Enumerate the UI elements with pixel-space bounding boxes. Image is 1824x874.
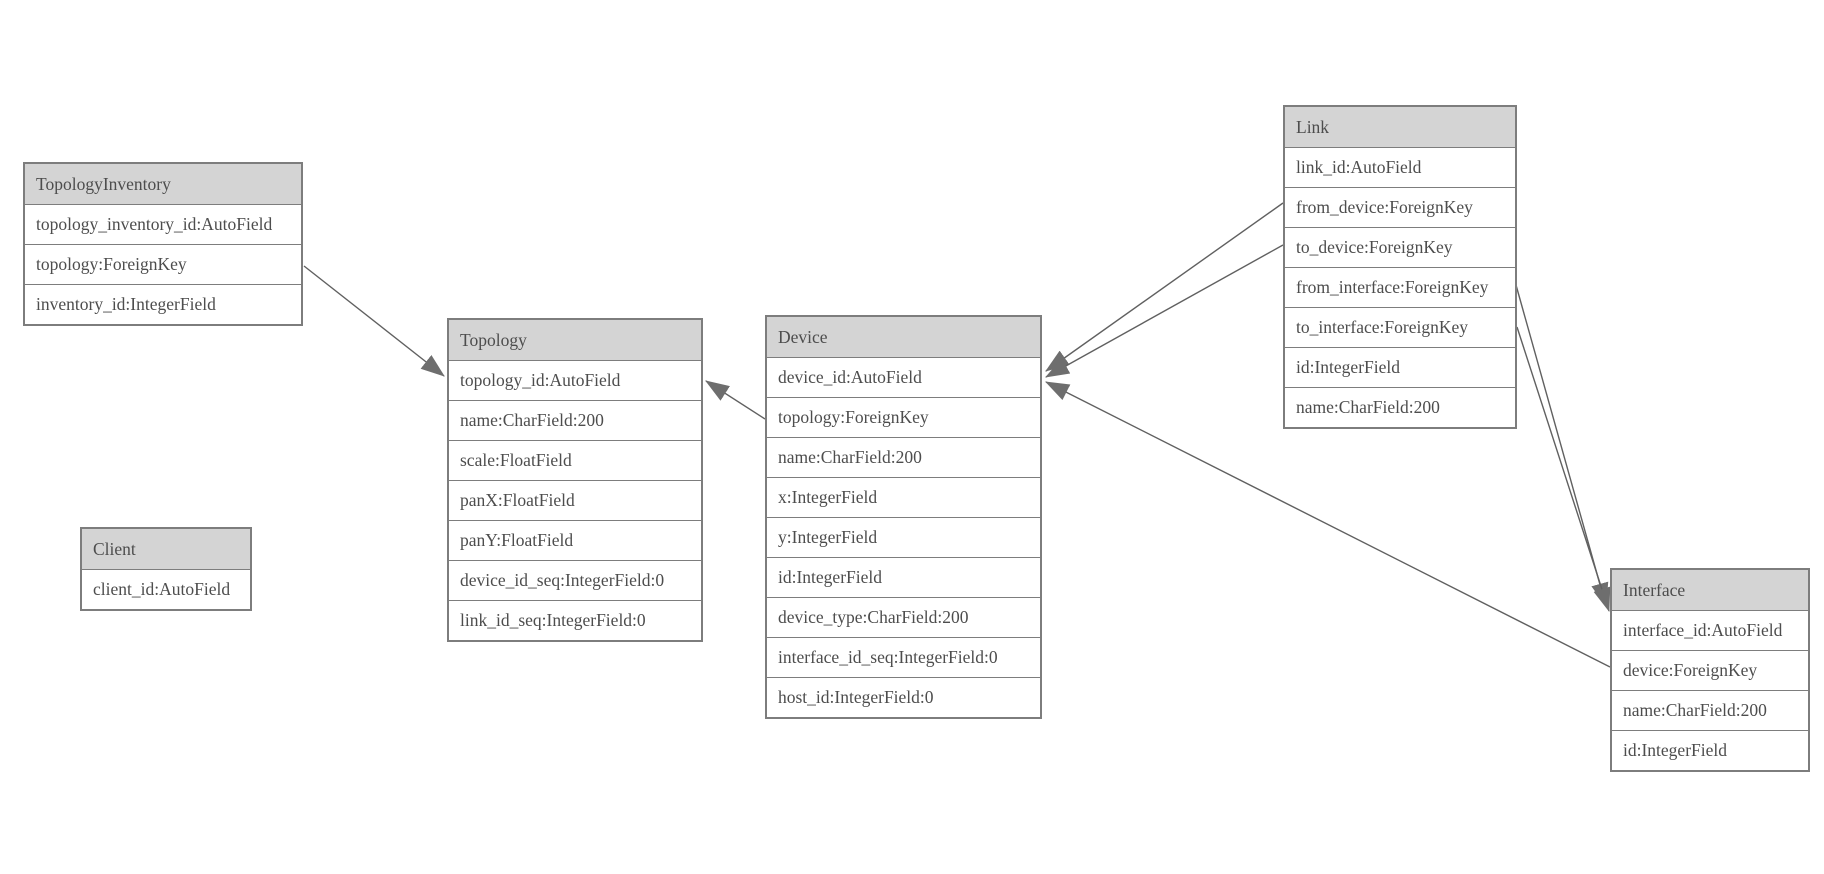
edge-link-from_interface-to-interface [1515,284,1609,608]
entity-field: from_interface:ForeignKey [1285,268,1515,308]
entity-field: link_id:AutoField [1285,148,1515,188]
entity-field: topology:ForeignKey [25,245,301,285]
entity-field: device:ForeignKey [1612,651,1808,691]
entity-field: interface_id:AutoField [1612,611,1808,651]
entity-field: name:CharField:200 [1285,388,1515,427]
entity-field: host_id:IntegerField:0 [767,678,1040,717]
entity-field: inventory_id:IntegerField [25,285,301,324]
entity-field: id:IntegerField [1285,348,1515,388]
entity-title: Interface [1612,570,1808,611]
edge-link-to_device-to-device [1045,244,1284,378]
entity-field: x:IntegerField [767,478,1040,518]
entity-field: interface_id_seq:IntegerField:0 [767,638,1040,678]
entity-field: topology_id:AutoField [449,361,701,401]
entity-field: panX:FloatField [449,481,701,521]
entity-field: topology:ForeignKey [767,398,1040,438]
entity-field: id:IntegerField [767,558,1040,598]
entity-field: topology_inventory_id:AutoField [25,205,301,245]
entity-title: Link [1285,107,1515,148]
entity-field: id:IntegerField [1612,731,1808,770]
entity-title: TopologyInventory [25,164,301,205]
entity-field: name:CharField:200 [767,438,1040,478]
entity-field: to_interface:ForeignKey [1285,308,1515,348]
entity-title: Client [82,529,250,570]
edge-topologyinventory-topology-to-topology [303,265,445,377]
edge-link-from_device-to-device [1045,202,1284,372]
entity-field: scale:FloatField [449,441,701,481]
entity-field: from_device:ForeignKey [1285,188,1515,228]
entity-field: device_id_seq:IntegerField:0 [449,561,701,601]
entity-field: device_id:AutoField [767,358,1040,398]
entity-field: y:IntegerField [767,518,1040,558]
entity-field: device_type:CharField:200 [767,598,1040,638]
edge-device-topology-to-topology [705,380,766,420]
entity-field: link_id_seq:IntegerField:0 [449,601,701,640]
entity-field: client_id:AutoField [82,570,250,609]
entity-field: name:CharField:200 [1612,691,1808,731]
entity-title: Topology [449,320,701,361]
entity-title: Device [767,317,1040,358]
entity-field: panY:FloatField [449,521,701,561]
entity-field: name:CharField:200 [449,401,701,441]
edge-link-to_interface-to-interface [1516,326,1611,613]
entity-field: to_device:ForeignKey [1285,228,1515,268]
